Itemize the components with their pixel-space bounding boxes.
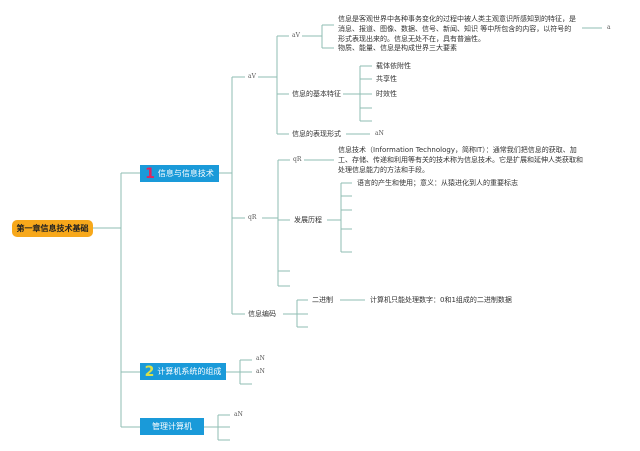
node-binary-desc[interactable]: 计算机只能处理数字：0和1组成的二进制数据 [370, 296, 512, 304]
node-info-coding[interactable]: 信息编码 [248, 310, 276, 318]
branch-number: 2 [144, 363, 155, 380]
node-an[interactable]: aN [256, 355, 265, 362]
node-three-elements[interactable]: 物质、能量、信息是构成世界三大要素 [338, 44, 457, 52]
node-basic-features[interactable]: 信息的基本特征 [292, 90, 341, 98]
node-qr-sub[interactable]: qR [293, 156, 302, 163]
branch-node-manage-computer[interactable]: 管理计算机 [140, 418, 204, 435]
node-representation[interactable]: 信息的表现形式 [292, 130, 341, 138]
node-history-item[interactable]: 语言的产生和使用；意义：从猿进化到人的重要标志 [357, 179, 518, 187]
node-info-definition[interactable]: 信息是客观世界中各种事务变化的过程中被人类主观意识所感知到的特征，是消息、报道、… [338, 15, 576, 43]
branch-label: 信息与信息技术 [157, 169, 214, 178]
node-it-definition[interactable]: 信息技术（Information Technology，简称IT）：通常我们把信… [338, 146, 583, 174]
branch-number: 1 [145, 165, 155, 182]
node-feature[interactable]: 共享性 [376, 75, 397, 83]
branch-label: 管理计算机 [152, 422, 192, 431]
branch-node-info-tech[interactable]: 1 信息与信息技术 [140, 165, 219, 182]
node-av[interactable]: aV [248, 73, 256, 80]
root-node[interactable]: 第一章信息技术基础 [12, 220, 93, 237]
node-history[interactable]: 发展历程 [294, 216, 322, 224]
branch-label: 计算机系统的组成 [157, 367, 222, 376]
node-a[interactable]: a [607, 24, 611, 31]
node-qr[interactable]: qR [248, 214, 257, 221]
node-an[interactable]: aN [375, 130, 384, 137]
node-binary[interactable]: 二进制 [312, 296, 333, 304]
node-an[interactable]: aN [234, 411, 243, 418]
node-av-sub[interactable]: aV [292, 32, 300, 39]
branch-node-computer-system[interactable]: 2 计算机系统的组成 [140, 363, 226, 380]
node-feature[interactable]: 载体依附性 [376, 62, 411, 70]
node-feature[interactable]: 时效性 [376, 90, 397, 98]
node-an[interactable]: aN [256, 368, 265, 375]
